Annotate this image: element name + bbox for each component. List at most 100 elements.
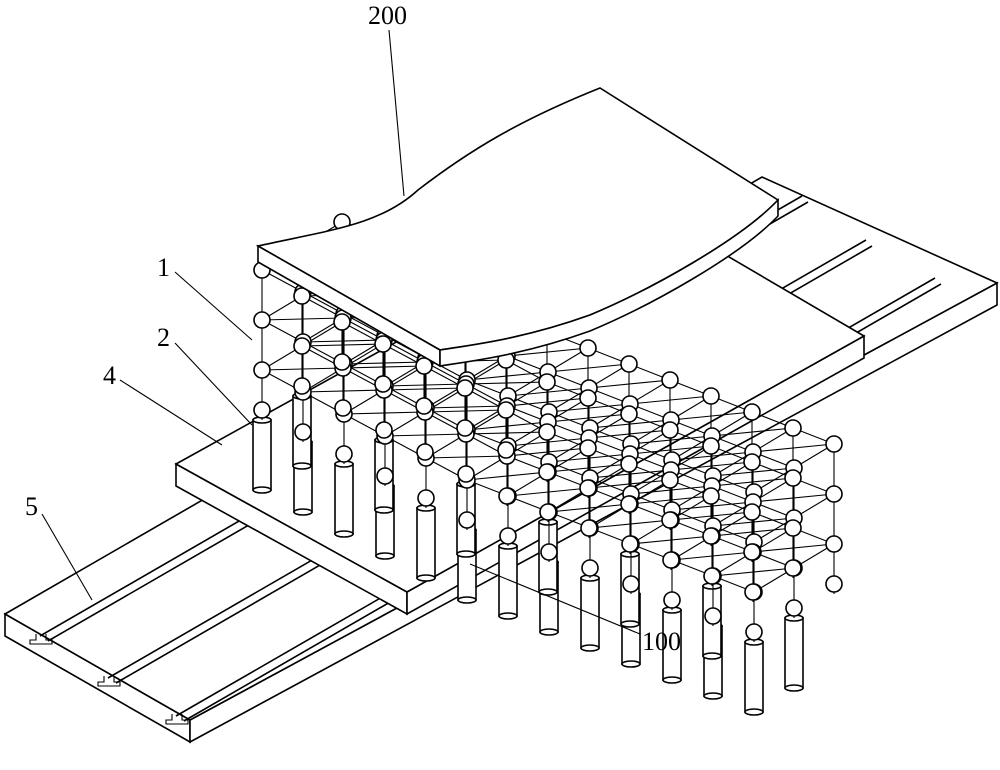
- strut: [302, 389, 385, 393]
- strut: [711, 427, 794, 437]
- strut: [671, 451, 754, 461]
- ball-joint: [621, 535, 639, 553]
- strut: [425, 405, 508, 409]
- cylinder-base: [375, 552, 395, 560]
- ball-joint: [743, 403, 761, 421]
- ball-joint: [704, 607, 722, 625]
- strut: [506, 397, 589, 407]
- ball-joint: [620, 405, 638, 423]
- strut: [507, 487, 590, 497]
- strut: [711, 477, 794, 487]
- cylinder-base: [374, 506, 394, 514]
- cylinder: [784, 617, 804, 689]
- ball-joint: [662, 551, 680, 569]
- label-1: 1: [157, 253, 170, 282]
- ball-joint: [253, 311, 271, 329]
- strut: [548, 453, 631, 463]
- strut: [630, 535, 713, 545]
- strut: [629, 445, 712, 455]
- strut: [629, 395, 712, 405]
- ball-joint: [825, 535, 843, 553]
- ball-joint: [293, 377, 311, 395]
- ball-joint: [538, 423, 556, 441]
- cylinder-base: [744, 708, 764, 716]
- strut: [547, 363, 630, 373]
- strut: [752, 543, 835, 553]
- cylinder-base: [662, 676, 682, 684]
- ball-joint: [743, 453, 761, 471]
- cylinder-base: [620, 620, 640, 628]
- strut: [630, 485, 713, 495]
- strut: [506, 447, 589, 457]
- strut: [465, 381, 548, 385]
- ball-joint: [335, 445, 353, 463]
- ball-joint: [293, 337, 311, 355]
- label-200: 200: [368, 1, 407, 30]
- ball-joint: [539, 503, 557, 521]
- cylinder: [744, 641, 764, 713]
- ball-joint: [620, 455, 638, 473]
- ball-joint: [456, 379, 474, 397]
- ball-joint: [538, 373, 556, 391]
- ball-joint: [581, 559, 599, 577]
- ball-joint: [253, 361, 271, 379]
- strut: [629, 495, 712, 505]
- ball-joint: [784, 559, 802, 577]
- ball-joint: [579, 389, 597, 407]
- cylinder-base: [703, 692, 723, 700]
- ball-joint: [497, 401, 515, 419]
- strut: [548, 403, 631, 413]
- strut: [506, 347, 589, 357]
- ball-joint: [457, 465, 475, 483]
- ball-joint: [784, 419, 802, 437]
- cylinder-base: [334, 530, 354, 538]
- ball-joint: [622, 575, 640, 593]
- cylinder-base: [580, 644, 600, 652]
- ball-joint: [663, 591, 681, 609]
- strut: [752, 443, 835, 453]
- cylinder: [334, 463, 354, 535]
- ball-joint: [580, 519, 598, 537]
- strut: [507, 437, 590, 447]
- ball-joint: [374, 375, 392, 393]
- strut: [343, 411, 426, 415]
- label-4: 4: [103, 361, 116, 390]
- cylinder: [416, 507, 436, 579]
- strut: [589, 419, 672, 429]
- strut: [302, 339, 385, 343]
- ball-joint: [702, 527, 720, 545]
- ball-joint: [579, 339, 597, 357]
- strut: [630, 435, 713, 445]
- strut: [547, 413, 630, 423]
- strut: [588, 429, 671, 439]
- cylinder-base: [621, 660, 641, 668]
- strut: [548, 503, 631, 513]
- strut: [670, 511, 753, 521]
- strut: [588, 479, 671, 489]
- strut: [466, 371, 549, 381]
- strut: [588, 379, 671, 389]
- strut: [670, 461, 753, 471]
- ball-joint: [825, 575, 843, 593]
- ball-joint: [498, 487, 516, 505]
- ball-joint: [825, 435, 843, 453]
- ball-joint: [415, 397, 433, 415]
- ball-joint: [579, 439, 597, 457]
- strut: [671, 551, 754, 561]
- ball-joint: [579, 479, 597, 497]
- ball-joint: [702, 487, 720, 505]
- ball-joint: [661, 471, 679, 489]
- ball-joint: [253, 401, 271, 419]
- strut: [424, 409, 507, 413]
- ball-joint: [417, 489, 435, 507]
- strut: [343, 361, 426, 365]
- ball-joint: [743, 543, 761, 561]
- ball-joint: [540, 543, 558, 561]
- ball-joint: [745, 623, 763, 641]
- cylinder: [252, 419, 272, 491]
- strut: [671, 501, 754, 511]
- ball-joint: [785, 599, 803, 617]
- strut: [342, 365, 425, 369]
- ball-joint: [702, 437, 720, 455]
- ball-joint: [744, 583, 762, 601]
